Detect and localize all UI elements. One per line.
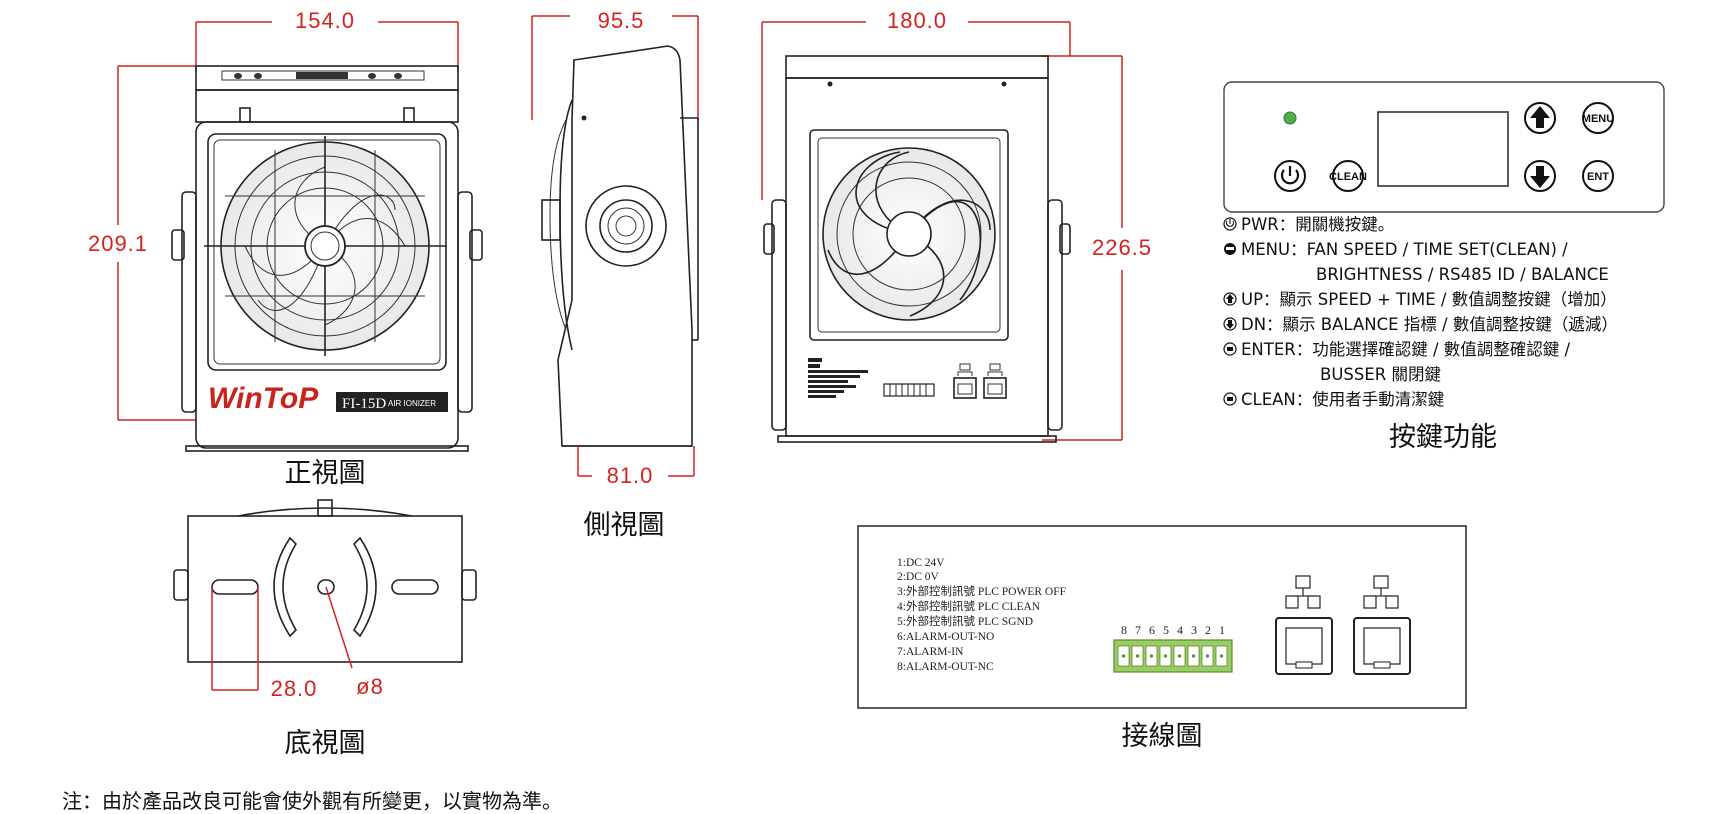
menu-button-label: MENU	[1582, 113, 1614, 125]
legend-line-5: DN：顯示 BALANCE 指標 / 數值調整按鍵（遞減）	[1241, 315, 1618, 334]
dim-hole-spacing: 28.0	[271, 676, 318, 701]
pin-5: 5:外部控制訊號 PLC SGND	[897, 614, 1033, 628]
terminal-num: 8	[1121, 623, 1127, 637]
pin-2: 2:DC 0V	[897, 571, 940, 583]
clean-button[interactable]: CLEAN	[1329, 160, 1367, 192]
caption-bottom: 底視圖	[285, 728, 366, 759]
model-subtext: AIR IONIZER	[388, 399, 436, 408]
front-housing	[195, 121, 459, 449]
clean-button-label: CLEAN	[1329, 171, 1367, 183]
rj45-port-1	[1275, 575, 1333, 675]
control-panel: CLEAN MENU ENT	[1223, 81, 1665, 213]
bottom-housing	[187, 515, 463, 663]
model-badge	[336, 392, 448, 412]
rj45-port-2	[1353, 575, 1411, 675]
down-button[interactable]	[1524, 160, 1556, 192]
legend-line-6: ENTER：功能選擇確認鍵 / 數值調整確認鍵 /	[1241, 340, 1571, 359]
front-view: 154.0 209.1	[88, 8, 483, 489]
terminal-num: 7	[1135, 623, 1141, 637]
dim-back-width: 180.0	[887, 8, 947, 33]
legend-icon-down	[1223, 317, 1237, 331]
dim-front-width: 154.0	[295, 8, 355, 33]
pin-6: 6:ALARM-OUT-NO	[897, 631, 994, 643]
side-housing	[557, 45, 693, 447]
pin-4: 4:外部控制訊號 PLC CLEAN	[897, 599, 1041, 613]
pin-7: 7:ALARM-IN	[897, 646, 964, 658]
pin-1: 1:DC 24V	[897, 557, 945, 569]
terminal-num: 3	[1191, 623, 1197, 637]
wiring-diagram: 1:DC 24V 2:DC 0V 3:外部控制訊號 PLC POWER OFF …	[857, 525, 1467, 752]
brand-logo: WinToP	[208, 382, 319, 415]
terminal-num: 1	[1219, 623, 1225, 637]
legend-icon-power	[1223, 217, 1237, 231]
legend-line-2: MENU：FAN SPEED / TIME SET(CLEAN) /	[1241, 240, 1568, 259]
pin-8: 8:ALARM-OUT-NC	[897, 661, 994, 673]
footnote: 注：由於產品改良可能會使外觀有所變更，以實物為準。	[62, 789, 562, 813]
legend-icon-enter	[1223, 342, 1237, 356]
caption-keys: 按鍵功能	[1389, 422, 1497, 453]
dim-side-width: 95.5	[598, 8, 645, 33]
terminal-num: 5	[1163, 623, 1169, 637]
key-legend: PWR：開關機按鍵。 MENU：FAN SPEED / TIME SET(CLE…	[1223, 215, 1618, 453]
terminal-block: 8 7 6 5 4 3 2 1	[1113, 623, 1233, 673]
caption-side: 側視圖	[584, 510, 665, 541]
caption-wiring: 接線圖	[1122, 721, 1203, 752]
menu-button[interactable]: MENU	[1582, 102, 1614, 134]
terminal-num: 2	[1205, 623, 1211, 637]
up-arrow-icon	[1530, 106, 1550, 128]
power-button[interactable]	[1274, 160, 1306, 192]
legend-line-4: UP：顯示 SPEED + TIME / 數值調整按鍵（增加）	[1241, 290, 1617, 309]
power-led	[1283, 111, 1297, 125]
legend-line-8: CLEAN：使用者手動清潔鍵	[1241, 390, 1444, 409]
pin-3: 3:外部控制訊號 PLC POWER OFF	[897, 584, 1066, 598]
model-text: FI-15D	[342, 396, 386, 412]
down-arrow-icon	[1530, 166, 1550, 188]
bottom-view: 28.0 ø8 底視圖	[173, 499, 477, 759]
dim-front-height: 209.1	[88, 231, 148, 256]
up-button[interactable]	[1524, 102, 1556, 134]
caption-front: 正視圖	[285, 458, 366, 489]
legend-line-7: BUSSER 關閉鍵	[1320, 365, 1441, 384]
enter-button[interactable]: ENT	[1582, 160, 1614, 192]
legend-icon-menu	[1224, 243, 1236, 255]
enter-button-label: ENT	[1587, 171, 1609, 183]
terminal-num: 6	[1149, 623, 1155, 637]
display-window	[1377, 111, 1509, 187]
terminal-num: 4	[1177, 623, 1183, 637]
side-view: 95.5 81.0 側視圖	[531, 8, 699, 541]
dim-back-height: 226.5	[1092, 235, 1152, 260]
legend-icon-clean	[1223, 392, 1237, 406]
back-view: 180.0 226.5	[761, 8, 1152, 443]
legend-line-3: BRIGHTNESS / RS485 ID / BALANCE	[1316, 265, 1609, 284]
dim-hole-diameter: ø8	[356, 674, 384, 699]
legend-icon-up	[1223, 292, 1237, 306]
legend-line-1: PWR：開關機按鍵。	[1241, 215, 1394, 234]
dim-side-base: 81.0	[607, 463, 654, 488]
